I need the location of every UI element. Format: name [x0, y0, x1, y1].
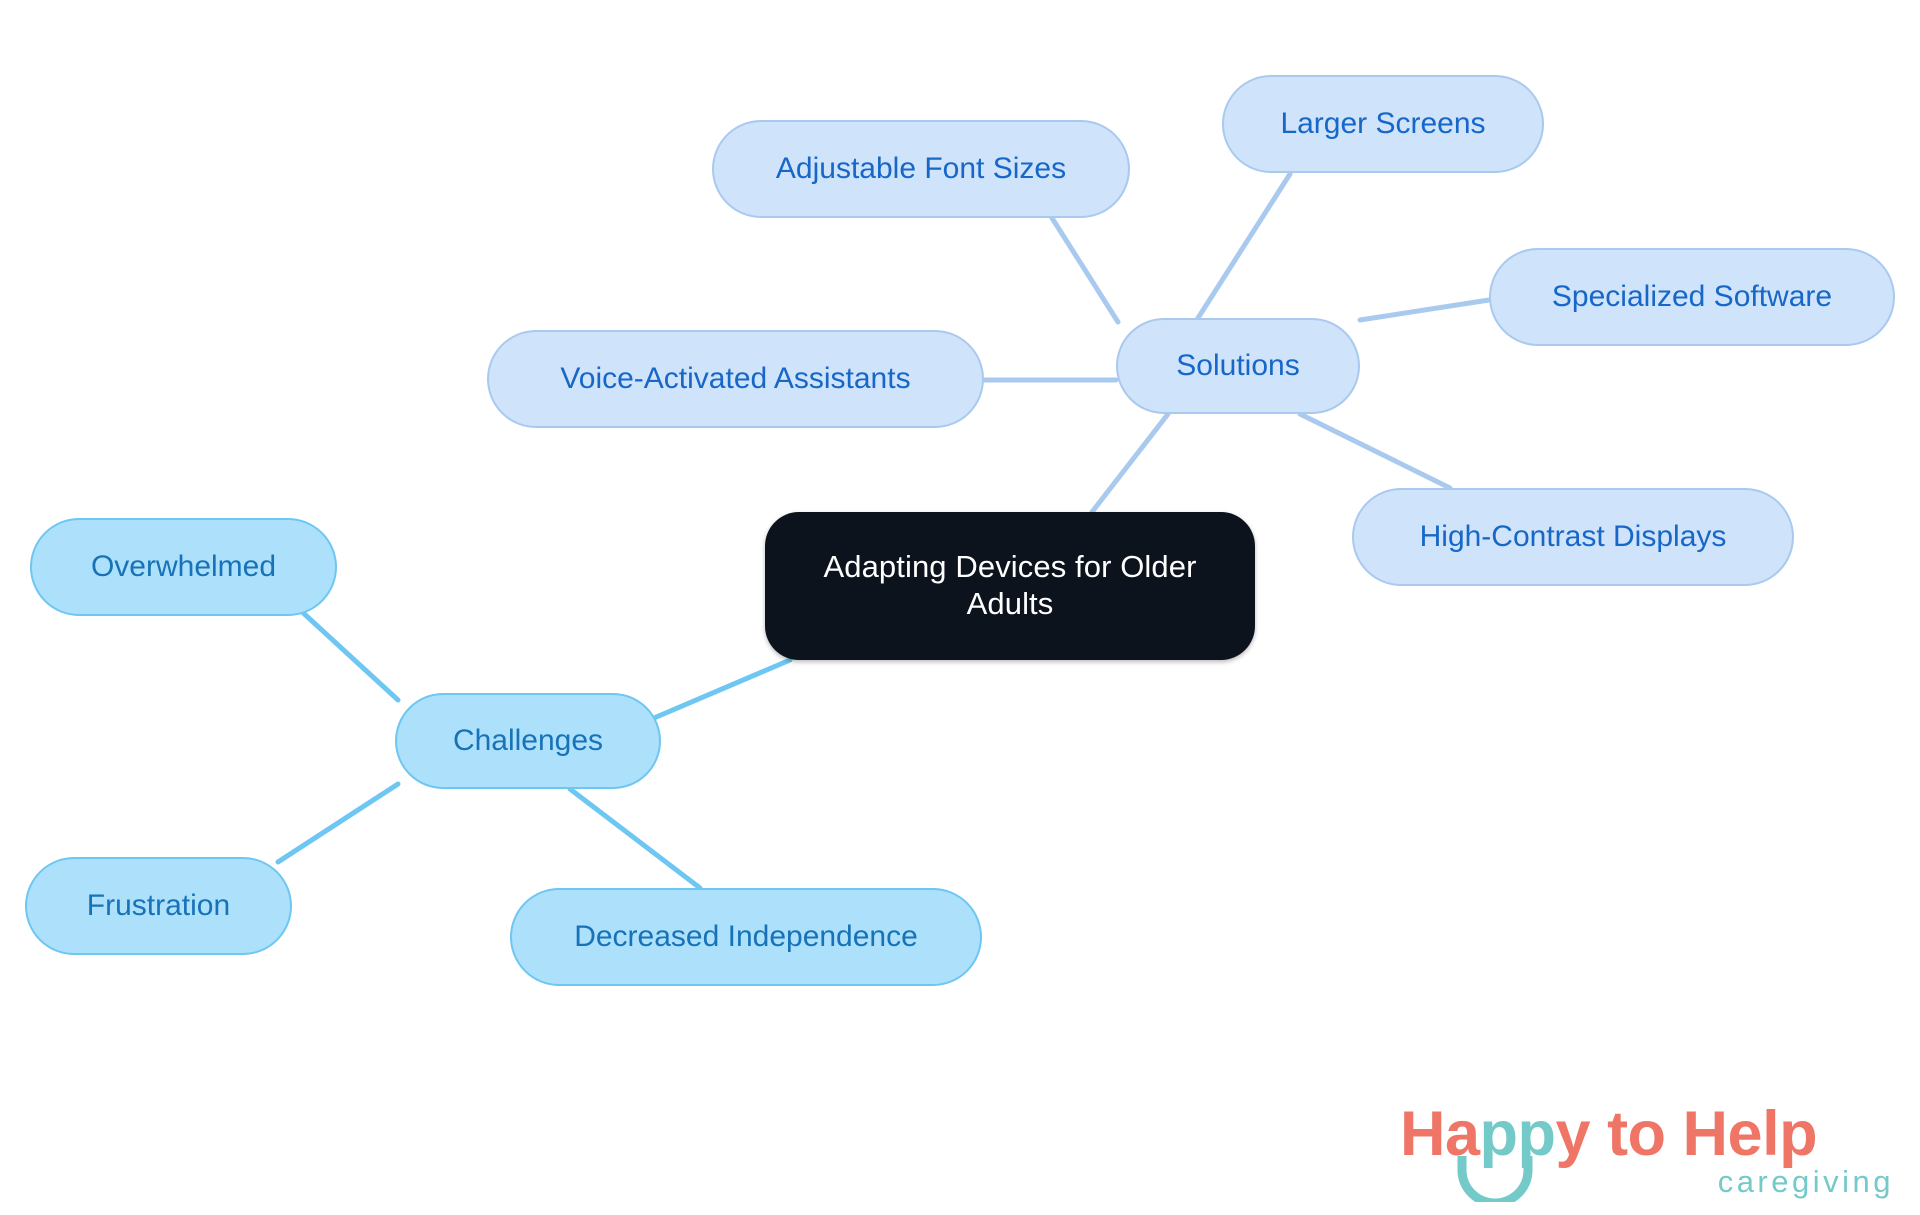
edge-solutions-to-larger-screens [1195, 171, 1293, 321]
edge-root-to-challenges [651, 657, 793, 721]
logo-subtitle: caregiving [1717, 1164, 1894, 1199]
logo-text-help: Help [1682, 1099, 1818, 1169]
mindmap-leaf-adjustable-font-sizes[interactable]: Adjustable Font Sizes [712, 120, 1130, 218]
edge-root-to-solutions [1089, 411, 1171, 515]
mindmap-leaf-decreased-independence[interactable]: Decreased Independence [510, 888, 982, 986]
edge-challenges-to-overwhelmed [297, 607, 401, 703]
mindmap-leaf-frustration[interactable]: Frustration [25, 857, 292, 955]
logo-text-pp: pp [1479, 1099, 1556, 1169]
brand-logo: Happy to Help caregiving [1400, 1098, 1900, 1210]
mindmap-leaf-high-contrast-displays[interactable]: High-Contrast Displays [1352, 488, 1794, 586]
mindmap-leaf-specialized-software[interactable]: Specialized Software [1489, 248, 1895, 346]
edge-challenges-to-frustration [275, 781, 401, 865]
edge-challenges-to-decreased-independence [567, 786, 703, 891]
logo-text-to: to [1590, 1099, 1683, 1169]
edge-solutions-to-high-contrast-displays [1297, 411, 1453, 491]
mindmap-leaf-larger-screens[interactable]: Larger Screens [1222, 75, 1544, 173]
mindmap-leaf-overwhelmed[interactable]: Overwhelmed [30, 518, 337, 616]
logo-text-ha: Ha [1400, 1099, 1480, 1169]
logo-text-y: y [1555, 1099, 1591, 1169]
mindmap-branch-challenges[interactable]: Challenges [395, 693, 661, 789]
edge-solutions-to-adjustable-font-sizes [1049, 215, 1121, 325]
logo-wordmark: Happy to Help [1400, 1098, 1818, 1170]
mindmap-root-node[interactable]: Adapting Devices for Older Adults [765, 512, 1255, 660]
smile-arc-icon [1457, 1156, 1533, 1202]
mindmap-leaf-voice-activated-assistants[interactable]: Voice-Activated Assistants [487, 330, 984, 428]
mindmap-branch-solutions[interactable]: Solutions [1116, 318, 1360, 414]
edge-solutions-to-specialized-software [1357, 297, 1492, 323]
